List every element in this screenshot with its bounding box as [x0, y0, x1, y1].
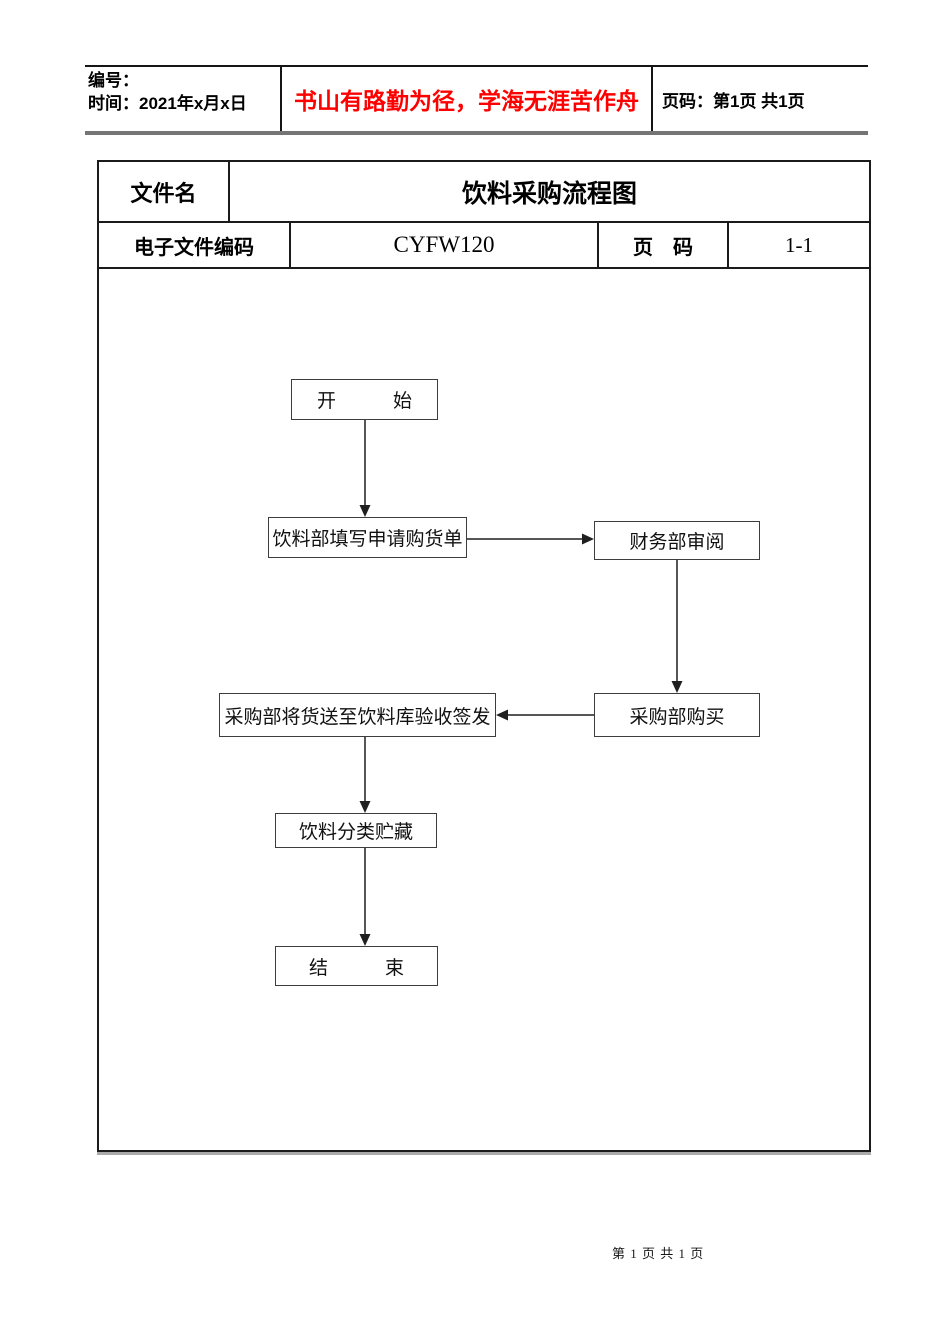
header-time-label: 时间：2021年x月x日: [88, 94, 247, 113]
header-page-info-text: 页码：第1页 共1页: [662, 91, 805, 111]
flowchart-node-finance-review: 财务部审阅: [594, 521, 760, 560]
arrowhead-down-icon: [671, 681, 683, 693]
header-number-time-cell: 编号： 时间：2021年x月x日: [85, 67, 280, 131]
header-page-info-cell: 页码：第1页 共1页: [653, 67, 868, 131]
file-name-row: 文件名 饮料采购流程图: [99, 162, 869, 223]
flowchart-node-deliver-to-warehouse: 采购部将货送至饮料库验收签发: [219, 693, 496, 737]
document-table: 文件名 饮料采购流程图 电子文件编码 CYFW120 页 码 1-1: [97, 160, 871, 1152]
page-header-table: 编号： 时间：2021年x月x日 书山有路勤为径，学海无涯苦作舟 页码：第1页 …: [85, 65, 868, 135]
file-code-row: 电子文件编码 CYFW120 页 码 1-1: [99, 223, 869, 269]
page-code-label: 页 码: [599, 223, 729, 267]
header-number-label: 编号：: [88, 71, 139, 90]
page-footer: 第 1 页 共 1 页: [612, 1246, 705, 1261]
arrowhead-left-icon: [496, 709, 508, 721]
flowchart-connectors: [359, 420, 683, 946]
header-slogan-text: 书山有路勤为径，学海无涯苦作舟: [294, 88, 639, 114]
page-code-value: 1-1: [785, 232, 813, 257]
flowchart-node-purchasing-buy: 采购部购买: [594, 693, 760, 737]
header-slogan-cell: 书山有路勤为径，学海无涯苦作舟: [280, 67, 653, 131]
arrowhead-down-icon: [359, 934, 371, 946]
arrowhead-down-icon: [359, 801, 371, 813]
flowchart-node-classified-storage: 饮料分类贮藏: [275, 813, 437, 848]
flowchart-node-fill-purchase-request: 饮料部填写申请购货单: [268, 517, 467, 558]
arrowhead-right-icon: [582, 533, 594, 545]
file-name-label: 文件名: [99, 162, 230, 221]
arrowhead-down-icon: [359, 505, 371, 517]
file-code-label: 电子文件编码: [99, 223, 291, 267]
flowchart-node-start: 开 始: [291, 379, 438, 420]
file-code-value: CYFW120: [291, 223, 599, 267]
document-title: 饮料采购流程图: [461, 179, 637, 208]
flowchart-canvas: 开 始 饮料部填写申请购货单 财务部审阅 采购部购买 采购部将货送至饮料库验收签…: [99, 269, 869, 1150]
flowchart-node-end: 结 束: [275, 946, 438, 986]
